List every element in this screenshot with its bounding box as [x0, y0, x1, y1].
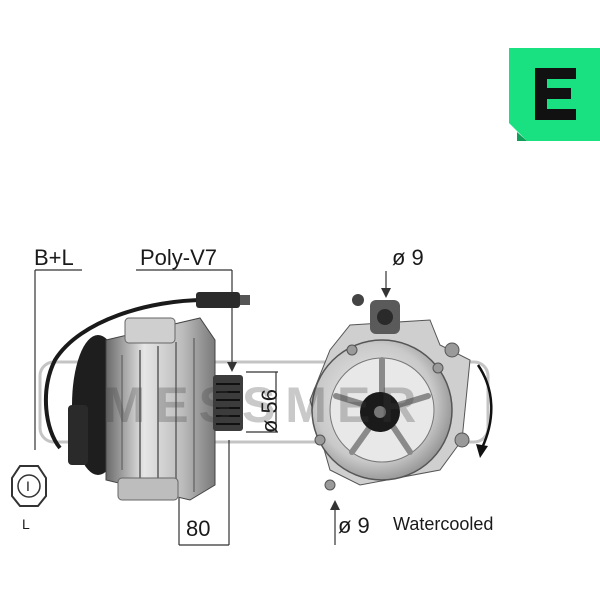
b-plus-l-leader	[34, 269, 82, 450]
connector-pin-label: I	[26, 478, 30, 494]
length-dimension	[178, 440, 230, 546]
rotation-arrow-icon	[476, 364, 493, 458]
pulley-dimension	[246, 371, 278, 433]
poly-v-arrow	[227, 362, 237, 372]
watermark	[38, 360, 490, 444]
top-diameter-label: ø 9	[392, 245, 424, 270]
alternator-front-view	[309, 294, 471, 491]
era-logo-icon	[509, 48, 600, 141]
poly-v-leader	[136, 269, 233, 368]
bottom-diameter-label: ø 9	[338, 513, 370, 538]
wire-cable	[43, 298, 206, 450]
length-label: 80	[186, 516, 211, 541]
alternator-side-view	[68, 317, 243, 501]
connector-plug-icon	[11, 465, 47, 507]
b-plus-l-label: B+L	[34, 245, 74, 270]
watermark-text: MESSMER	[103, 377, 427, 433]
connector-label: L	[22, 516, 30, 532]
wire-plug	[196, 292, 240, 308]
watercooled-label: Watercooled	[393, 514, 494, 534]
poly-v-label: Poly-V7	[140, 245, 218, 270]
